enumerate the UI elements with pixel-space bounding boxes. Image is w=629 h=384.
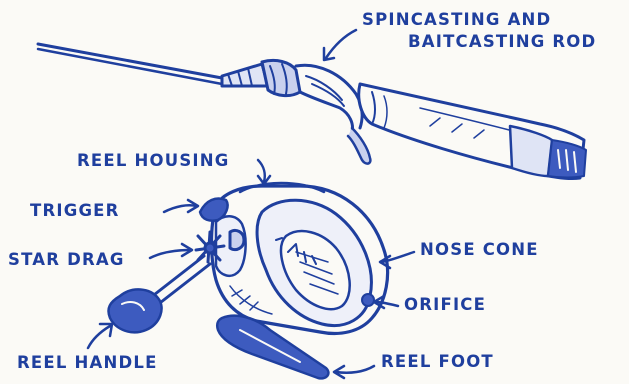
label-nose-cone: NOSE CONE bbox=[420, 242, 539, 259]
rod-trigger-hook bbox=[348, 128, 370, 164]
rod-collar bbox=[262, 60, 300, 95]
label-star-drag: STAR DRAG bbox=[8, 252, 125, 269]
label-reel-housing: REEL HOUSING bbox=[77, 153, 230, 170]
label-reel-handle: REEL HANDLE bbox=[17, 355, 158, 372]
label-rod-line-1: SPINCASTING AND bbox=[362, 12, 551, 29]
reel bbox=[108, 183, 387, 378]
reel-handle-knob bbox=[108, 289, 161, 332]
leader-rod bbox=[326, 30, 356, 58]
label-orifice: ORIFICE bbox=[404, 297, 486, 314]
orifice-hole bbox=[362, 294, 374, 306]
leader-reel-handle bbox=[88, 326, 110, 348]
label-rod-line-2: BAITCASTING ROD bbox=[408, 34, 596, 51]
label-trigger: TRIGGER bbox=[30, 203, 120, 220]
label-reel-foot: REEL FOOT bbox=[381, 354, 494, 371]
rod-tip bbox=[38, 44, 222, 78]
